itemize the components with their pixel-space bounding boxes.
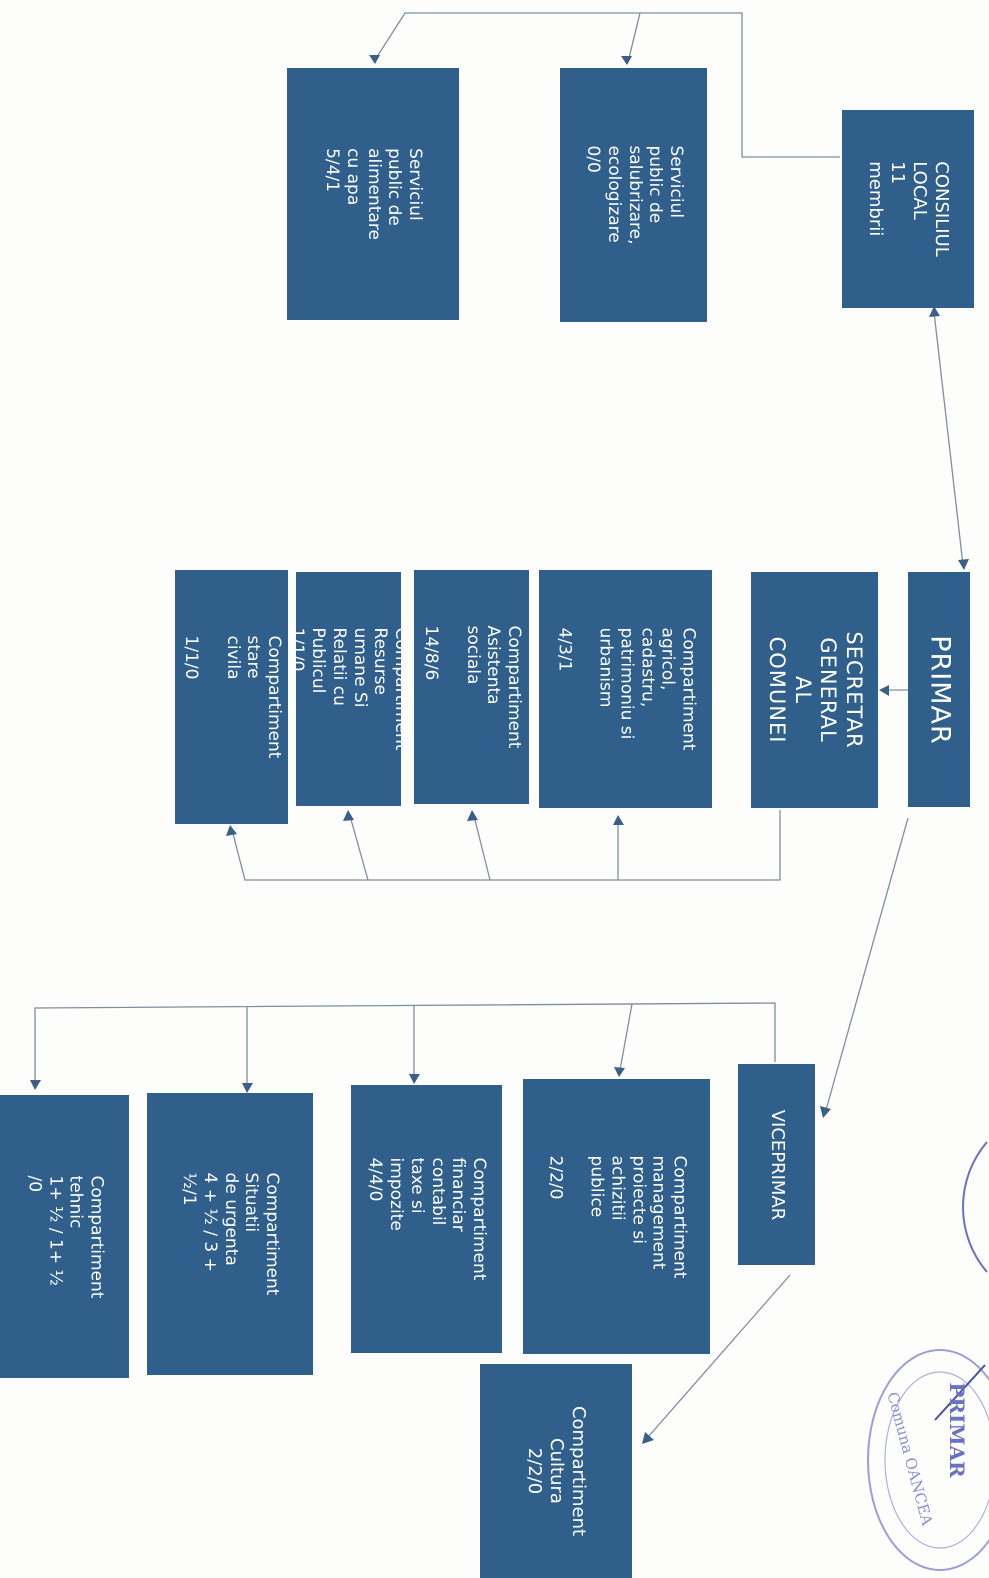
compartiment-financiar-label: Compartiment financiar contabil taxe si … (365, 1157, 489, 1281)
compartiment-tehnic-box: Compartiment tehnic 1+ ½ / 1+ ½ /0 (0, 1095, 129, 1378)
connector-consiliul-salubrizare (627, 12, 641, 63)
connector-consiliul-servicii (374, 12, 840, 158)
connector-asistenta (473, 815, 491, 881)
compartiment-management-box: Compartiment management proiecte si achi… (523, 1079, 710, 1354)
stamp-top-text: PRIMAR (945, 1382, 969, 1478)
compartiment-management-label: Compartiment management proiecte si achi… (544, 1155, 690, 1278)
consiliul-local-box: CONSILIUL LOCAL 11 membrii (842, 110, 974, 308)
compartiment-financiar-box: Compartiment financiar contabil taxe si … (351, 1085, 502, 1353)
arrowhead (343, 810, 354, 821)
arrowhead (242, 1083, 253, 1093)
serviciul-salubrizare-label: Serviciul public de salubrizare, ecologi… (582, 145, 686, 245)
arrowhead (614, 1067, 625, 1077)
connector-resurse (349, 815, 369, 881)
connector-management (619, 1003, 633, 1071)
arrowhead (642, 1432, 654, 1444)
compartiment-situatii-label: Compartiment Situatii de urgenta 4 + ½ /… (178, 1172, 282, 1296)
connector-viceprimar-bus (34, 1002, 776, 1082)
primar-box: PRIMAR (908, 572, 970, 807)
serviciul-apa-box: Serviciul public de alimentare cu apa 5/… (287, 68, 459, 320)
arrowhead (226, 825, 237, 836)
viceprimar-box: VICEPRIMAR (738, 1064, 815, 1265)
stamp: Comuna OANCEA PRIMAR (867, 1141, 989, 1571)
compartiment-asistenta-label: Compartiment Asistenta sociala 14/8/6 (420, 625, 524, 749)
viceprimar-label: VICEPRIMAR (766, 1109, 788, 1220)
arrowhead (958, 559, 969, 570)
connector-primar-viceprimar (825, 817, 909, 1111)
compartiment-stare-civila-box: Compartiment stare civila 1/1/0 (175, 570, 288, 824)
compartiment-resurse-label: Compartiment Resurse umane Si Relatii cu… (296, 627, 401, 751)
arrowhead (621, 56, 632, 65)
arrowhead (369, 55, 380, 64)
arrowhead (879, 685, 889, 696)
serviciul-salubrizare-box: Serviciul public de salubrizare, ecologi… (560, 68, 707, 322)
connector-viceprimar-cultura (647, 1274, 791, 1438)
compartiment-resurse-box: Compartiment Resurse umane Si Relatii cu… (296, 572, 401, 806)
arrowhead (929, 306, 940, 317)
compartiment-agricol-box: Compartiment agricol, cadastru, patrimon… (539, 570, 712, 808)
connector-consiliul-primar (933, 311, 964, 566)
compartiment-tehnic-label: Compartiment tehnic 1+ ½ / 1+ ½ /0 (23, 1175, 106, 1298)
stamp-ring-text: Comuna OANCEA (883, 1390, 936, 1527)
compartiment-stare-civila-label: Compartiment stare civila 1/1/0 (180, 635, 284, 759)
primar-label: PRIMAR (924, 634, 956, 745)
connector-secretar-bus (231, 810, 781, 881)
compartiment-situatii-box: Compartiment Situatii de urgenta 4 + ½ /… (147, 1093, 313, 1375)
arrowhead (820, 1106, 831, 1118)
arrowhead (467, 810, 478, 821)
compartiment-cultura-box: Compartiment Cultura 2/2/0 (480, 1364, 632, 1578)
arrowhead (613, 815, 624, 825)
serviciul-apa-label: Serviciul public de alimentare cu apa 5/… (321, 148, 425, 240)
compartiment-asistenta-box: Compartiment Asistenta sociala 14/8/6 (414, 570, 529, 804)
secretar-general-label: SECRETAR GENERAL AL COMUNEI (764, 631, 866, 749)
compartiment-cultura-label: Compartiment Cultura 2/2/0 (524, 1405, 589, 1537)
secretar-general-box: SECRETAR GENERAL AL COMUNEI (751, 572, 878, 808)
arrowhead (30, 1080, 41, 1090)
compartiment-agricol-label: Compartiment agricol, cadastru, patrimon… (553, 627, 699, 751)
arrowhead (409, 1074, 420, 1084)
consiliul-local-label: CONSILIUL LOCAL 11 membrii (865, 161, 952, 257)
